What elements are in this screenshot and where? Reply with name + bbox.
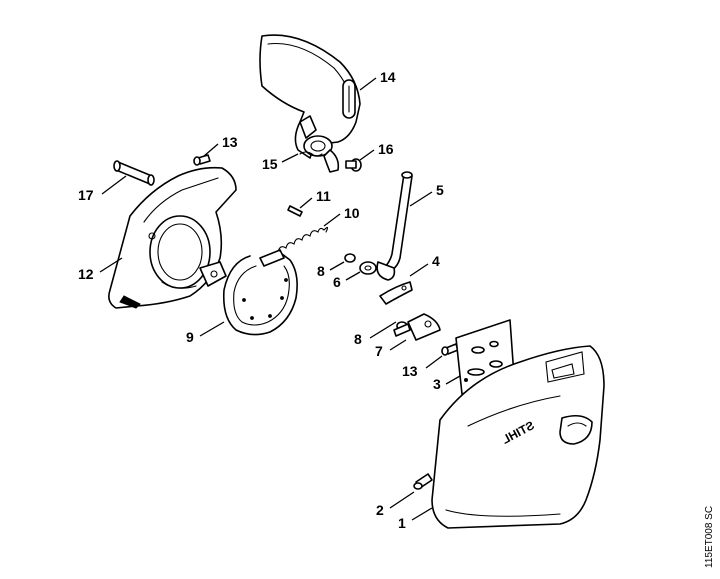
callout-16: 16	[378, 141, 394, 157]
callout-17: 17	[78, 187, 94, 203]
callout-9: 9	[186, 329, 194, 345]
part-13-screw-upper	[193, 154, 211, 166]
callout-2: 2	[376, 502, 384, 518]
part-1-sprocket-cover	[431, 345, 605, 529]
callout-13-lower: 13	[402, 363, 418, 379]
callout-8-upper: 8	[317, 263, 325, 279]
callout-15: 15	[262, 156, 278, 172]
callout-8-lower: 8	[354, 331, 362, 347]
part-11-pin	[287, 205, 303, 217]
part-12-brake-housing	[108, 166, 237, 309]
part-14-hand-guard	[259, 34, 361, 173]
part-2-pin	[413, 473, 433, 490]
part-15-spring	[299, 151, 323, 157]
part-8-washer-upper	[344, 253, 356, 263]
callout-6: 6	[333, 274, 341, 290]
callout-11: 11	[316, 188, 331, 204]
part-17-pin	[113, 160, 155, 186]
callout-10: 10	[344, 205, 360, 221]
callout-5: 5	[436, 182, 444, 198]
figure-code: 115ET008 SC	[704, 506, 715, 568]
callout-labels: 14 16 15 13 17 11 10 5 12 8 6 4 9 8 7 13…	[78, 69, 444, 531]
part-6-washer	[359, 261, 377, 275]
part-13-screw-lower	[441, 343, 459, 356]
callout-13-upper: 13	[222, 134, 238, 150]
callout-1: 1	[398, 515, 406, 531]
part-16-screw	[345, 158, 362, 172]
callout-4: 4	[432, 253, 440, 269]
callout-12: 12	[78, 266, 94, 282]
part-10-tension-spring	[273, 226, 329, 257]
part-5-brake-lever	[376, 171, 413, 281]
part-7-bracket	[393, 313, 441, 341]
callout-14: 14	[380, 69, 396, 85]
part-9-brake-band	[222, 249, 298, 336]
part-4-lever	[379, 281, 413, 305]
leader-lines	[99, 77, 461, 521]
callout-3: 3	[433, 376, 441, 392]
callout-7: 7	[375, 343, 383, 359]
